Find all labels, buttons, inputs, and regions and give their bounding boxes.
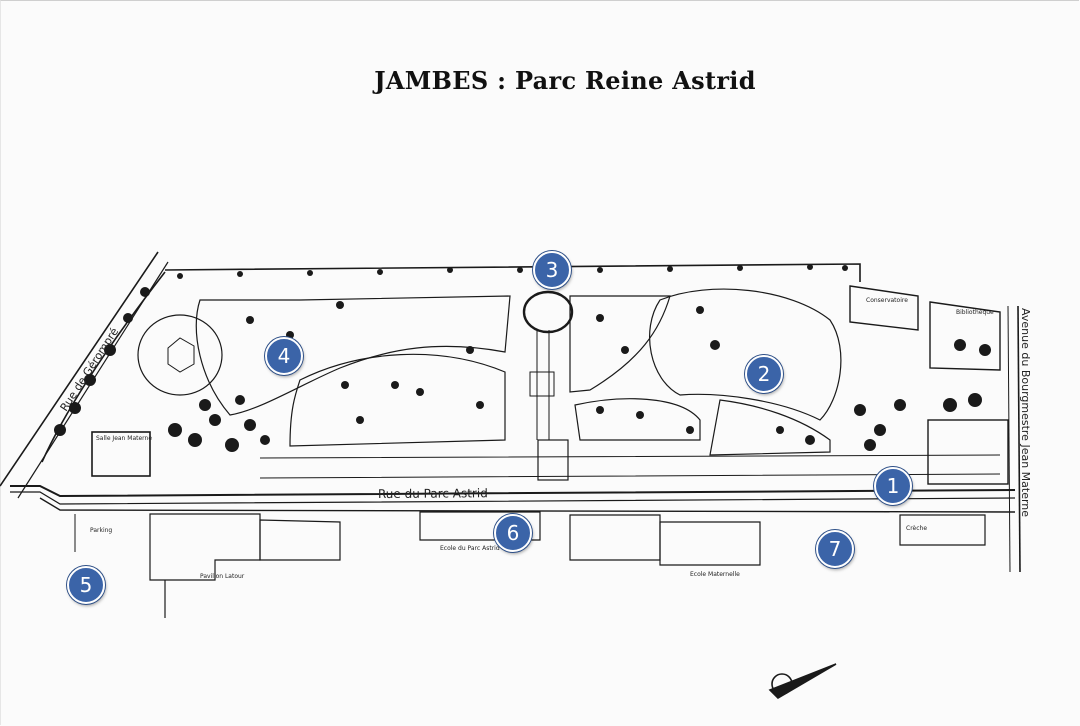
street-name-parc-astrid: Rue du Parc Astrid (378, 486, 488, 501)
label-creche: Crèche (906, 525, 927, 532)
label-parking: Parking (90, 527, 112, 534)
map-marker-5[interactable]: 5 (67, 566, 105, 604)
label-bibliotheque: Bibliothèque (956, 309, 994, 316)
label-salle: Salle Jean Materne (96, 435, 152, 442)
street-name-avenue: Avenue du Bourgmestre Jean Materne (1019, 308, 1032, 517)
street-line-avenue (1017, 305, 1021, 573)
map-marker-2[interactable]: 2 (745, 355, 783, 393)
map-marker-4[interactable]: 4 (265, 337, 303, 375)
building-salle (91, 431, 151, 477)
tree-clusters (54, 264, 991, 452)
map-marker-3[interactable]: 3 (533, 251, 571, 289)
map-title: JAMBES : Parc Reine Astrid (374, 66, 756, 95)
park-boundary-north (164, 263, 861, 282)
map-marker-7[interactable]: 7 (816, 530, 854, 568)
map-marker-1[interactable]: 1 (874, 467, 912, 505)
map-marker-6[interactable]: 6 (494, 514, 532, 552)
label-ecole-maternelle: Ecole Maternelle (690, 571, 740, 578)
street-name-gerompre: Rue de Gérompré (58, 325, 122, 413)
street-line-parc-astrid (10, 485, 1016, 498)
label-ecole-parc: Ecole du Parc Astrid (440, 545, 500, 552)
street-line-gerompre (0, 251, 159, 487)
label-pavillon: Pavillon Latour (200, 573, 245, 580)
label-conservatoire: Conservatoire (866, 297, 908, 304)
north-arrow-icon (768, 663, 837, 700)
